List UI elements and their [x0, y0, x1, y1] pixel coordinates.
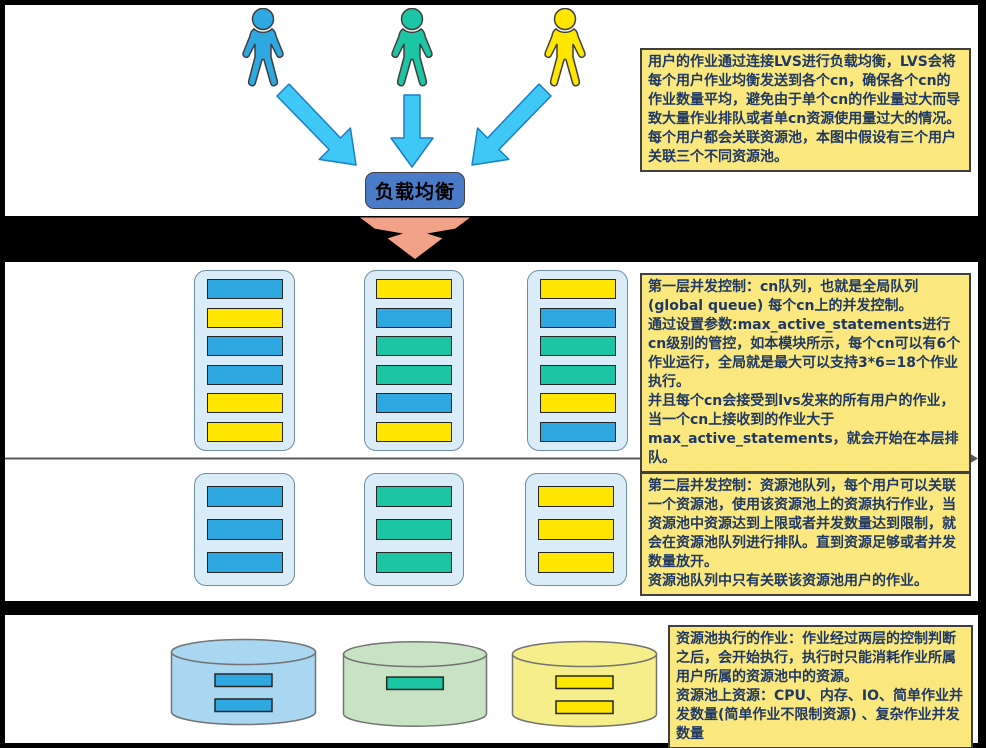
cn-queue-1 [194, 270, 295, 451]
job-bar-yellow [376, 279, 452, 300]
job-bar-teal [376, 336, 452, 357]
job-bar-blue [376, 393, 452, 414]
pool-job-bar-blue [214, 698, 273, 713]
job-bar-yellow [539, 279, 616, 300]
pool-job-bar-blue [214, 673, 273, 688]
job-bar-yellow [538, 519, 614, 540]
lvs-to-queues-arrow [360, 217, 470, 259]
job-bar-blue [206, 336, 283, 357]
job-bar-teal [539, 336, 616, 357]
cn-queue-3 [527, 270, 628, 451]
job-bar-blue [206, 279, 283, 300]
load-balancer-box: 负载均衡 [365, 172, 465, 209]
job-bar-yellow [376, 421, 452, 442]
cn-queue-2 [364, 270, 464, 451]
user-person-icon [544, 8, 586, 87]
arrow-notch-right [427, 228, 456, 241]
job-bar-teal [376, 364, 452, 385]
job-bar-teal [539, 364, 616, 385]
user-person-icon [391, 8, 433, 87]
job-bar-teal [376, 486, 452, 507]
job-bar-blue [206, 364, 283, 385]
pool-queue-2 [364, 473, 464, 586]
job-bar-yellow [538, 486, 614, 507]
job-bar-yellow [539, 393, 616, 414]
pool-queue-1 [194, 473, 295, 586]
job-bar-teal [376, 519, 452, 540]
resource-pool-cylinder-green [342, 641, 488, 727]
job-bar-yellow [206, 393, 283, 414]
annotation-layer2-control: 第二层并发控制：资源池队列，每个用户可以关联一个资源池，使用该资源池上的资源执行… [640, 472, 971, 596]
job-bar-blue [206, 552, 283, 573]
job-bar-blue [206, 519, 283, 540]
job-bar-blue [539, 421, 616, 442]
pool-job-bar-yellow [555, 700, 614, 715]
job-bar-teal [376, 552, 452, 573]
pool-queue-3 [525, 473, 627, 586]
annotation-lvs: 用户的作业通过连接LVS进行负载均衡，LVS会将每个用户作业均衡发送到各个cn，… [640, 48, 971, 172]
job-bar-yellow [206, 421, 283, 442]
job-bar-blue [206, 486, 283, 507]
pool-job-bar-teal [385, 676, 445, 691]
job-bar-yellow [206, 307, 283, 328]
annotation-resource-pools: 资源池执行的作业：作业经过两层的控制判断之后，会开始执行，执行时只能消耗作业所属… [668, 625, 973, 748]
user-person-icon [242, 8, 284, 87]
resource-pool-cylinder-yellow [511, 640, 658, 728]
annotation-layer1-control: 第一层并发控制：cn队列，也就是全局队列(global queue) 每个cn上… [640, 273, 971, 473]
job-bar-yellow [538, 552, 614, 573]
arrow-notch-left [374, 228, 403, 241]
job-bar-blue [539, 307, 616, 328]
pool-job-bar-yellow [555, 675, 614, 690]
job-bar-blue [376, 307, 452, 328]
resource-pool-cylinder-blue [170, 638, 317, 726]
